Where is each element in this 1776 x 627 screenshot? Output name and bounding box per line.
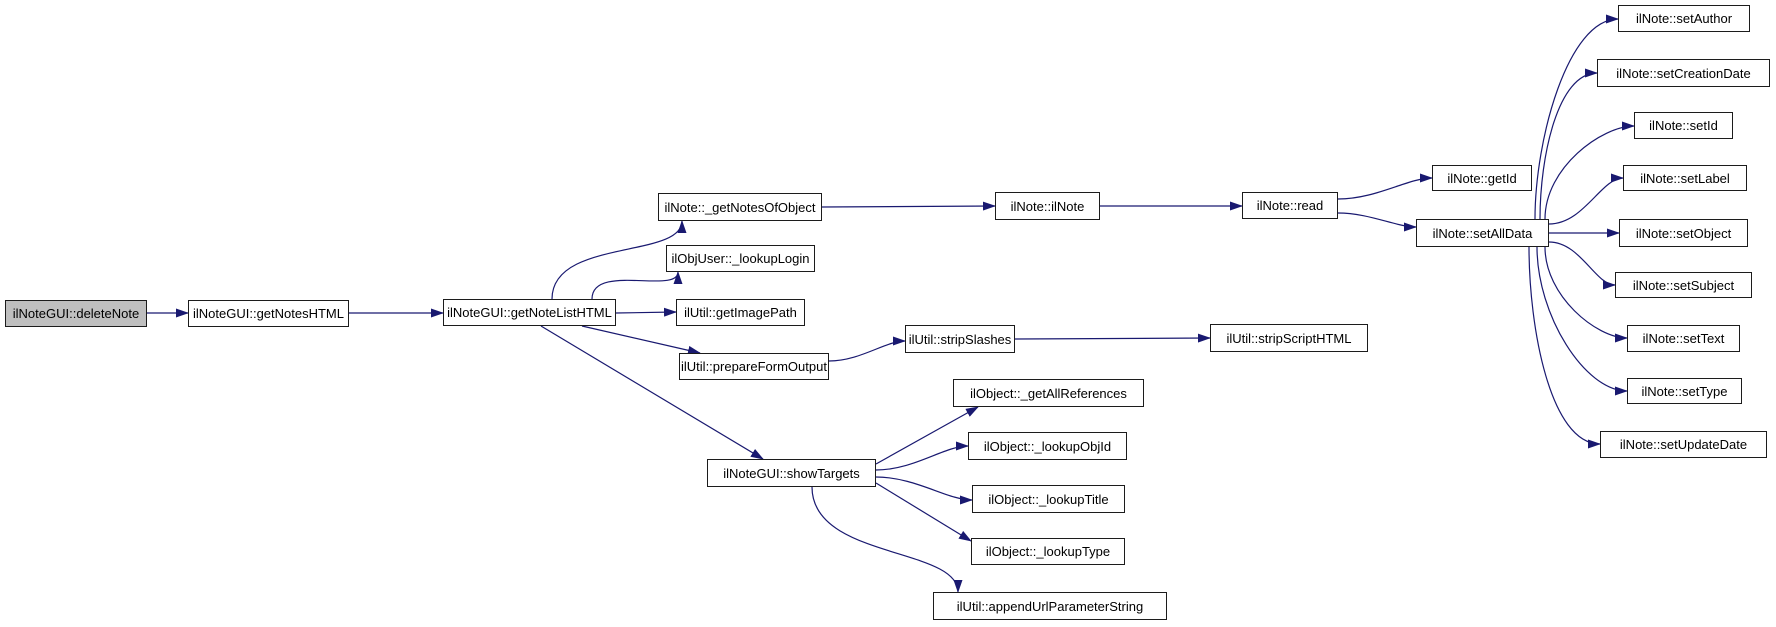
edge-showTargets-appendUrlParameterString xyxy=(811,486,963,593)
edge-showTargets-lookupType xyxy=(875,482,972,542)
edge-setAllData-setId xyxy=(1544,121,1635,220)
edge-stripSlashes-stripScriptHTML xyxy=(1014,333,1211,343)
node-stripScriptHTML[interactable]: ilUtil::stripScriptHTML xyxy=(1210,324,1368,352)
edge-setAllData-setSubject xyxy=(1548,241,1616,290)
node-setSubject[interactable]: ilNote::setSubject xyxy=(1615,272,1752,298)
node-lookupType[interactable]: ilObject::_lookupType xyxy=(971,538,1125,565)
node-getAllReferences[interactable]: ilObject::_getAllReferences xyxy=(953,379,1144,407)
edge-setAllData-setAuthor xyxy=(1534,14,1619,220)
node-showTargets[interactable]: ilNoteGUI::showTargets xyxy=(707,459,876,487)
edge-showTargets-getAllReferences xyxy=(875,406,979,465)
node-lookupLogin[interactable]: ilObjUser::_lookupLogin xyxy=(666,245,815,272)
edge-getNotesOfObject-ilNote xyxy=(821,201,996,211)
node-deleteNote[interactable]: ilNoteGUI::deleteNote xyxy=(5,300,147,327)
edge-read-setAllData xyxy=(1337,212,1417,232)
edge-read-getId xyxy=(1337,173,1433,200)
node-getImagePath[interactable]: ilUtil::getImagePath xyxy=(676,299,805,326)
node-lookupObjId[interactable]: ilObject::_lookupObjId xyxy=(968,432,1127,460)
edge-getNoteListHTML-showTargets xyxy=(540,325,764,460)
edge-getNoteListHTML-prepareFormOutput xyxy=(581,325,701,355)
node-prepareFormOutput[interactable]: ilUtil::prepareFormOutput xyxy=(679,353,829,380)
node-setCreationDate[interactable]: ilNote::setCreationDate xyxy=(1597,59,1770,87)
edge-setAllData-setUpdateDate xyxy=(1528,246,1601,449)
node-setAuthor[interactable]: ilNote::setAuthor xyxy=(1618,5,1750,32)
node-setLabel[interactable]: ilNote::setLabel xyxy=(1623,165,1747,191)
node-setType[interactable]: ilNote::setType xyxy=(1627,378,1742,404)
edge-getNoteListHTML-getNotesOfObject xyxy=(551,220,687,300)
node-getNotesOfObject[interactable]: ilNote::_getNotesOfObject xyxy=(658,193,822,221)
node-setText[interactable]: ilNote::setText xyxy=(1627,325,1740,352)
node-stripSlashes[interactable]: ilUtil::stripSlashes xyxy=(905,325,1015,353)
node-lookupTitle[interactable]: ilObject::_lookupTitle xyxy=(972,485,1125,513)
edge-showTargets-lookupTitle xyxy=(875,476,973,505)
node-read[interactable]: ilNote::read xyxy=(1242,192,1338,219)
node-appendUrlParameterString[interactable]: ilUtil::appendUrlParameterString xyxy=(933,592,1167,620)
node-setId[interactable]: ilNote::setId xyxy=(1634,112,1733,139)
edge-setAllData-setType xyxy=(1536,246,1628,396)
node-setObject[interactable]: ilNote::setObject xyxy=(1619,219,1748,247)
edge-setAllData-setCreationDate xyxy=(1539,68,1598,220)
node-setAllData[interactable]: ilNote::setAllData xyxy=(1416,219,1549,247)
edge-getNoteListHTML-lookupLogin xyxy=(591,271,683,300)
node-ilNote[interactable]: ilNote::ilNote xyxy=(995,192,1100,220)
edge-setAllData-setText xyxy=(1544,246,1628,343)
node-getNoteListHTML[interactable]: ilNoteGUI::getNoteListHTML xyxy=(443,299,616,326)
edge-prepareFormOutput-stripSlashes xyxy=(828,336,906,362)
edge-getNoteListHTML-getImagePath xyxy=(615,307,677,317)
node-setUpdateDate[interactable]: ilNote::setUpdateDate xyxy=(1600,431,1767,458)
edge-showTargets-lookupObjId xyxy=(875,441,969,471)
edge-setAllData-setLabel xyxy=(1548,173,1624,225)
node-getId[interactable]: ilNote::getId xyxy=(1432,165,1532,191)
node-getNotesHTML[interactable]: ilNoteGUI::getNotesHTML xyxy=(188,300,349,327)
